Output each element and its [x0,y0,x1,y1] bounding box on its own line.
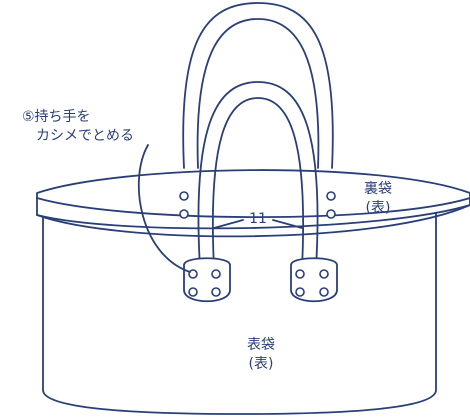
leader-line [137,144,191,273]
back-handle-rivets [179,191,336,219]
lining-label: 裏袋 (表) [348,180,408,218]
lining-rim-fold [36,204,470,238]
lining-rim-inner [36,197,470,219]
back-handle [182,2,334,169]
dimension-label: 11 [249,211,267,227]
outer-line-2: (表) [248,356,274,372]
front-handle [197,81,319,269]
annotation-line-2: カシメでとめる [36,128,134,144]
annotation-label: ⑤持ち手を カシメでとめる [22,108,134,146]
annotation-line-1: ⑤持ち手を [22,109,91,125]
lining-line-2: (表) [365,200,391,216]
lining-line-1: 裏袋 [364,181,392,197]
right-handle-tab [290,257,338,303]
outer-label: 表袋 (表) [231,336,291,374]
outer-bag-body [42,209,437,415]
left-handle-tab [183,257,231,303]
dimension-line [213,219,303,229]
outer-line-1: 表袋 [247,337,275,353]
